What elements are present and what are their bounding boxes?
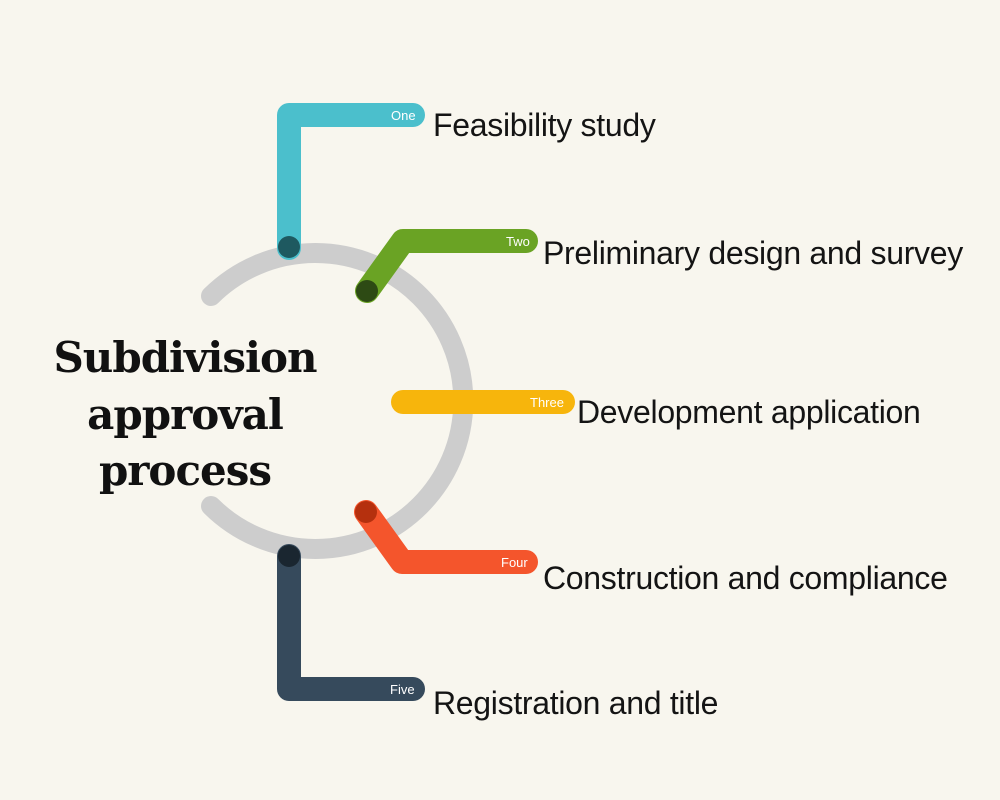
step-label-four: Construction and compliance	[543, 560, 948, 596]
step-number-one: One	[391, 108, 416, 123]
node-dot-two	[356, 280, 378, 302]
node-dot-five	[278, 545, 300, 567]
step-label-one: Feasibility study	[433, 107, 656, 143]
step-label-two: Preliminary design and survey	[543, 235, 963, 271]
step-label-three: Development application	[577, 394, 921, 430]
step-label-five: Registration and title	[433, 685, 719, 721]
step-number-five: Five	[390, 682, 415, 697]
step-number-three: Three	[530, 395, 564, 410]
title-line-1: Subdivision approval	[53, 333, 317, 439]
connector-step-one	[277, 103, 425, 260]
connector-step-five	[277, 544, 425, 701]
step-number-two: Two	[506, 234, 530, 249]
connector-step-two	[355, 229, 538, 303]
step-number-four: Four	[501, 555, 528, 570]
connector-step-four	[354, 500, 538, 574]
node-dot-four	[355, 501, 377, 523]
diagram-title: Subdivision approval process	[10, 330, 360, 500]
title-line-2: process	[98, 446, 272, 496]
node-dot-one	[278, 236, 300, 258]
